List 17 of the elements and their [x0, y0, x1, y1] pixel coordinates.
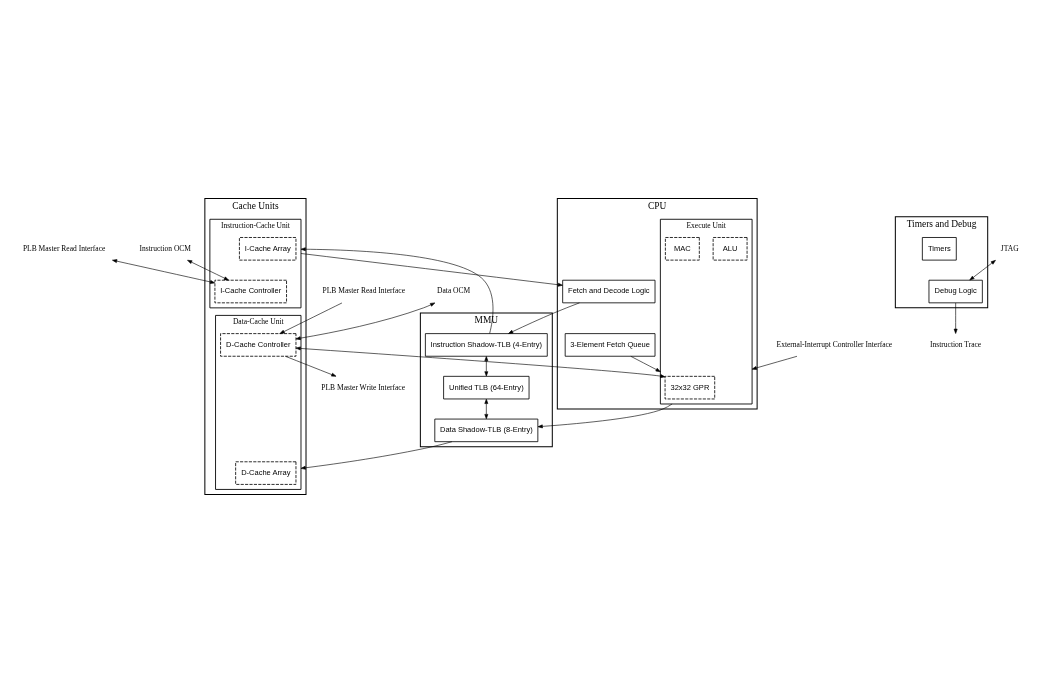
- arrow: [630, 356, 661, 372]
- arrow: [751, 355, 798, 370]
- arrow: [279, 302, 343, 334]
- arrow: [953, 302, 958, 334]
- arrow: [112, 259, 216, 284]
- arrow: [300, 247, 494, 334]
- arrow: [285, 356, 337, 377]
- arrow: [300, 253, 563, 287]
- arrow: [969, 260, 996, 281]
- arrow: [484, 398, 489, 420]
- arrow: [295, 346, 666, 378]
- arrow: [300, 441, 453, 470]
- arrow: [484, 356, 489, 377]
- arrow: [295, 302, 436, 340]
- arrow: [508, 302, 580, 334]
- arrow: [187, 259, 229, 281]
- arrow: [537, 403, 673, 429]
